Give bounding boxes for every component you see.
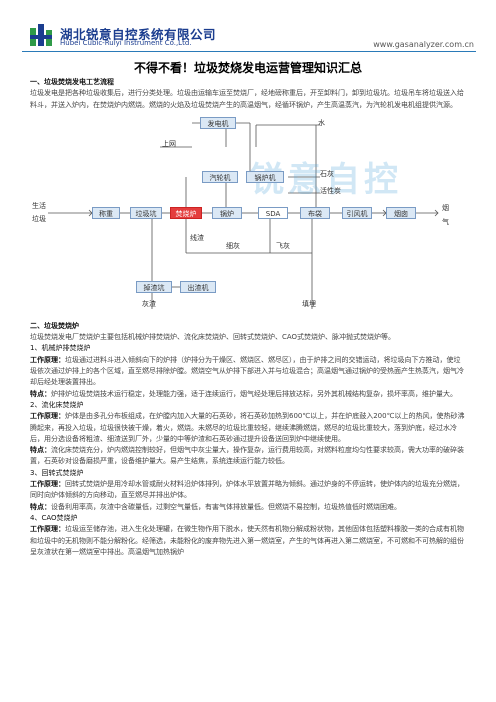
section-heading: 一、垃圾焚烧发电工艺流程: [30, 78, 114, 86]
bag-filter-box: 布袋: [300, 206, 330, 219]
section-heading: 二、垃圾焚烧炉: [30, 321, 79, 330]
ash-silo-box: 掉渣坑: [136, 280, 172, 293]
boiler-water-box: 锅炉机: [246, 170, 284, 183]
paragraph: 垃圾发电是把各种垃圾收集后，进行分类处理。垃圾由运输车运至焚烧厂，经地磅称重后，…: [30, 89, 464, 109]
paragraph-label: 特点：: [30, 446, 51, 455]
label-fine-ash: 细灰: [226, 241, 240, 250]
turbine-box: 汽轮机: [202, 170, 238, 183]
paragraph-label: 工作原理：: [30, 412, 65, 421]
article-body: 一、垃圾焚烧发电工艺流程 垃圾发电是把各种垃圾收集后，进行分类处理。垃圾由运输车…: [30, 77, 466, 558]
paragraph: 垃圾焚烧发电厂焚烧炉主要包括机械炉排焚烧炉、流化床焚烧炉、回转式焚烧炉、CAO式…: [30, 333, 396, 342]
company-name-cn: 湖北锐意自控系统有限公司: [60, 27, 217, 42]
label-gas: 气: [442, 217, 449, 226]
paragraph-label: 工作原理：: [30, 480, 65, 489]
label-landfill: 填埋: [302, 299, 316, 308]
subsection-title: 1、机械炉排焚烧炉: [30, 344, 91, 353]
paragraph: 工作原理：垃圾运至储存池，进入生化处理罐，在微生物作用下脱水，使天然有机物分解成…: [30, 525, 464, 556]
pit-box: 垃圾坑: [130, 206, 162, 219]
company-logo-icon: [30, 24, 52, 46]
page-title: 不得不看！垃圾焚烧发电运营管理知识汇总: [133, 61, 362, 75]
page-header: 湖北锐意自控系统有限公司 Hubei Cubic-Ruiyi Instrumen…: [0, 0, 496, 52]
sda-box: SDA: [258, 206, 288, 219]
induced-fan-box: 引风机: [342, 206, 372, 219]
label-fly-ash: 飞灰: [276, 241, 290, 250]
label-water: 水: [318, 118, 325, 127]
label-ash-out: 灰渣: [142, 299, 156, 308]
paragraph: 工作原理：回转式焚烧炉是用冷却水管或耐火材料沿炉体排列，炉体水平放置并略为倾斜。…: [30, 480, 464, 500]
process-flow-diagram: 锐意自控 发电机 汽轮机 锅炉机 称重 垃圾坑 焚烧炉 锅炉 SDA 布袋 引风…: [30, 113, 466, 313]
subsection-title: 4、CAO焚烧炉: [30, 513, 78, 522]
paragraph-label: 特点：: [30, 502, 51, 511]
paragraph: 特点：设备利用率高，灰渣中含碳量低，过剩空气量低，有害气体排放量低。但燃烧不易控…: [30, 502, 401, 511]
slag-machine-box: 出渣机: [180, 280, 216, 293]
weigh-box: 称重: [92, 206, 120, 219]
paragraph: 工作原理：垃圾通过进料斗进入倾斜向下的炉排（炉排分为干燥区、燃烧区、燃尽区），由…: [30, 355, 464, 387]
paragraph: 特点：流化床焚烧充分，炉内燃烧控制较好，但烟气中灰尘量大，操作复杂，运行费用较高…: [30, 446, 464, 466]
label-life: 生活: [32, 201, 46, 210]
label-carbon: 活性炭: [320, 186, 341, 195]
generator-box: 发电机: [200, 116, 236, 129]
incinerator-box: 焚烧炉: [170, 206, 202, 219]
paragraph-label: 特点：: [30, 389, 51, 398]
label-garbage: 垃圾: [32, 214, 46, 223]
company-name-en: Hubei Cubic-Ruiyi Instrument Co.,Ltd.: [60, 39, 192, 47]
label-grid: 上网: [162, 139, 176, 148]
label-flue: 烟: [442, 203, 449, 212]
label-lime: 石灰: [320, 169, 334, 178]
chimney-box: 烟囱: [386, 206, 416, 219]
boiler-box: 锅炉: [212, 206, 242, 219]
paragraph-label: 工作原理：: [30, 525, 65, 534]
subsection-title: 2、流化床焚烧炉: [30, 400, 84, 409]
subsection-title: 3、回转式焚烧炉: [30, 468, 84, 477]
paragraph: 工作原理：炉体是由多孔分布板组成，在炉膛内加入大量的石英砂，将石英砂加热到600…: [30, 412, 465, 443]
paragraph: 特点：炉排炉垃圾焚烧技术运行稳定，处理能力强，适于连续运行，烟气经处理后排放达标…: [30, 389, 457, 398]
label-slag-line: 线渣: [190, 233, 204, 242]
website-url[interactable]: www.gasanalyzer.com.cn: [373, 40, 474, 49]
header-divider: [22, 51, 476, 52]
paragraph-label: 工作原理：: [30, 355, 65, 364]
